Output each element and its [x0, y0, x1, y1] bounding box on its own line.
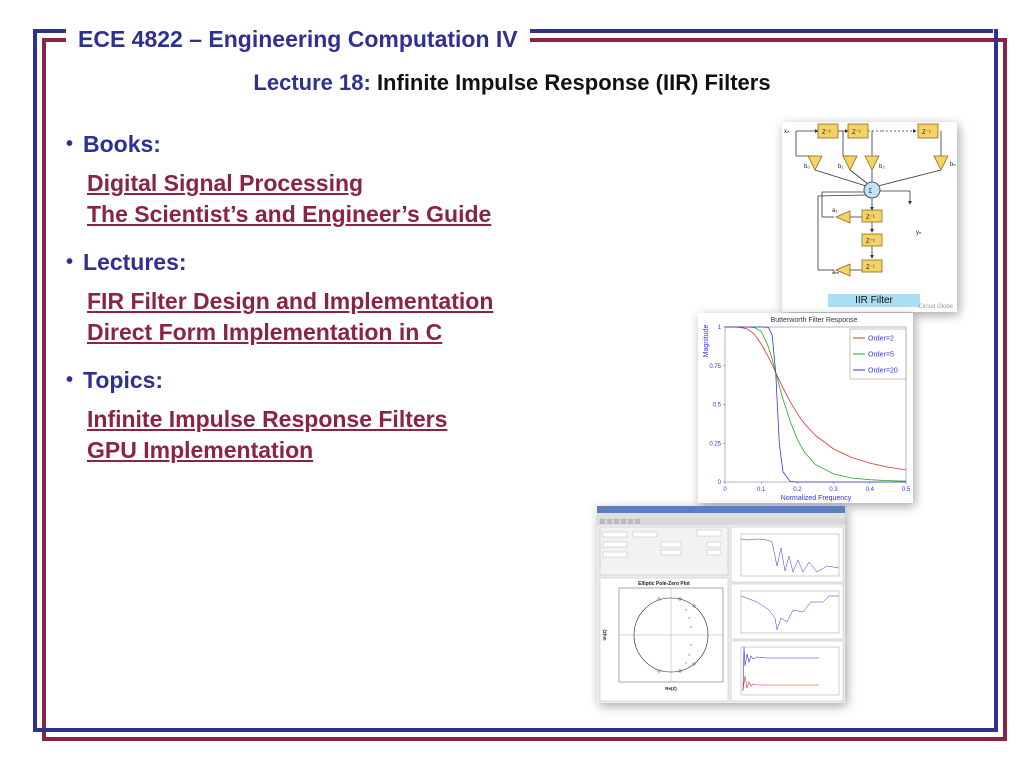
delay-label: Z⁻¹: [852, 130, 861, 136]
sum-label: Σ: [869, 189, 873, 195]
y-tick-label: 0.5: [713, 403, 722, 409]
bullet-icon: •: [66, 369, 74, 391]
y-tick-label: 0.75: [709, 364, 721, 370]
section-books: • Books: Digital Signal Processing The Sc…: [66, 131, 491, 230]
series-line-1: [725, 326, 907, 471]
pz-x-label: Re(Z): [665, 686, 677, 691]
unit-circle: [633, 597, 709, 673]
section-heading-lectures: Lectures:: [83, 249, 187, 275]
chart-title: Butterworth Filter Response: [771, 317, 858, 324]
x-axis-label: Normalized Frequency: [781, 495, 852, 502]
frame-left-line: [33, 29, 37, 732]
x-tick-label: 0.3: [829, 487, 838, 493]
section-topics: • Topics: Infinite Impulse Response Filte…: [66, 367, 447, 466]
iir-diagram-credit: Circuit Globe: [918, 304, 953, 310]
lecture-number: Lecture 18:: [253, 70, 371, 95]
frame-right-line: [994, 29, 998, 732]
delay-label: Z⁻¹: [866, 265, 875, 271]
pz-y-label: Im(Z): [602, 629, 607, 640]
y-tick-label: 1: [718, 325, 722, 331]
a-label: a₁: [832, 208, 837, 214]
lecture-title: Lecture 18: Infinite Impulse Response (I…: [0, 70, 1024, 96]
x-tick-label: 0.4: [866, 487, 875, 493]
link-scientists-engineers-guide[interactable]: The Scientist’s and Engineer’s Guide: [87, 201, 492, 227]
butterworth-chart: Butterworth Filter Response 0 0.25 0.5 0.75…: [698, 313, 913, 503]
y-tick-label: 0.25: [709, 441, 721, 447]
section-lectures: • Lectures: FIR Filter Design and Impleme…: [66, 249, 493, 348]
svg-text:×: ×: [685, 660, 688, 665]
link-digital-signal-processing[interactable]: Digital Signal Processing: [87, 170, 364, 196]
input-label: xₙ: [784, 129, 790, 135]
y-axis-label: Magnitude: [703, 325, 710, 358]
link-fir-filter-design[interactable]: FIR Filter Design and Implementation: [87, 288, 494, 314]
butterworth-chart-svg: Butterworth Filter Response 0 0.25 0.5 0.75…: [703, 317, 911, 502]
b-label: b₀: [804, 164, 810, 170]
lecture-name: Infinite Impulse Response (IIR) Filters: [376, 70, 771, 95]
toolbar: [597, 518, 845, 525]
a-label: aₘ: [832, 270, 839, 276]
iir-diagram-caption: IIR Filter: [828, 294, 920, 307]
filter-design-tool: Elliptic Pole-Zero Plot ××× ××× Re(Z) Im…: [597, 506, 845, 703]
frame-left-line-accent: [42, 38, 46, 741]
delay-label: Z⁻¹: [866, 215, 875, 221]
iir-filter-diagram: xₙ Z⁻¹ Z⁻¹ Z⁻¹ Z⁻¹ Z⁻¹ Z⁻¹ Σ b₀ b₁ b₂ bₙ…: [782, 122, 957, 312]
svg-text:×: ×: [690, 624, 693, 629]
x-tick-label: 0.2: [793, 487, 802, 493]
legend-label: Order=20: [868, 368, 898, 375]
svg-text:×: ×: [690, 642, 693, 647]
section-heading-books: Books:: [83, 131, 161, 157]
filter-tool-svg: Elliptic Pole-Zero Plot ××× ××× Re(Z) Im…: [597, 506, 845, 702]
x-tick-label: 0: [723, 487, 727, 493]
pole-zero-title: Elliptic Pole-Zero Plot: [638, 581, 690, 587]
svg-text:×: ×: [685, 607, 688, 612]
delay-label: Z⁻¹: [922, 130, 931, 136]
frame-bottom-line-accent: [42, 737, 1007, 741]
svg-text:×: ×: [688, 652, 691, 657]
iir-diagram-svg: xₙ Z⁻¹ Z⁻¹ Z⁻¹ Z⁻¹ Z⁻¹ Z⁻¹ Σ b₀ b₁ b₂ bₙ…: [784, 123, 956, 277]
svg-text:×: ×: [688, 615, 691, 620]
legend-label: Order=5: [868, 352, 894, 359]
bullet-icon: •: [66, 133, 74, 155]
section-heading-topics: Topics:: [83, 367, 164, 393]
window-titlebar: [597, 506, 845, 513]
delay-label: Z⁻¹: [822, 130, 831, 136]
link-gpu-implementation[interactable]: GPU Implementation: [87, 437, 314, 463]
b-label: bₙ: [950, 162, 956, 168]
delay-label: Z⁻¹: [866, 239, 875, 245]
output-label: yₙ: [916, 230, 922, 236]
frame-bottom-line: [33, 728, 998, 732]
x-tick-label: 0.5: [902, 487, 911, 493]
link-iir-filters[interactable]: Infinite Impulse Response Filters: [87, 406, 448, 432]
course-title: ECE 4822 – Engineering Computation IV: [66, 26, 530, 53]
series-line-3: [725, 326, 906, 483]
bullet-icon: •: [66, 251, 74, 273]
legend-label: Order=2: [868, 336, 894, 343]
y-tick-label: 0: [718, 480, 722, 486]
frame-right-line-accent: [1003, 38, 1007, 741]
b-label: b₂: [879, 164, 885, 170]
x-tick-label: 0.1: [757, 487, 766, 493]
link-direct-form-implementation[interactable]: Direct Form Implementation in C: [87, 319, 443, 345]
b-label: b₁: [838, 164, 843, 170]
